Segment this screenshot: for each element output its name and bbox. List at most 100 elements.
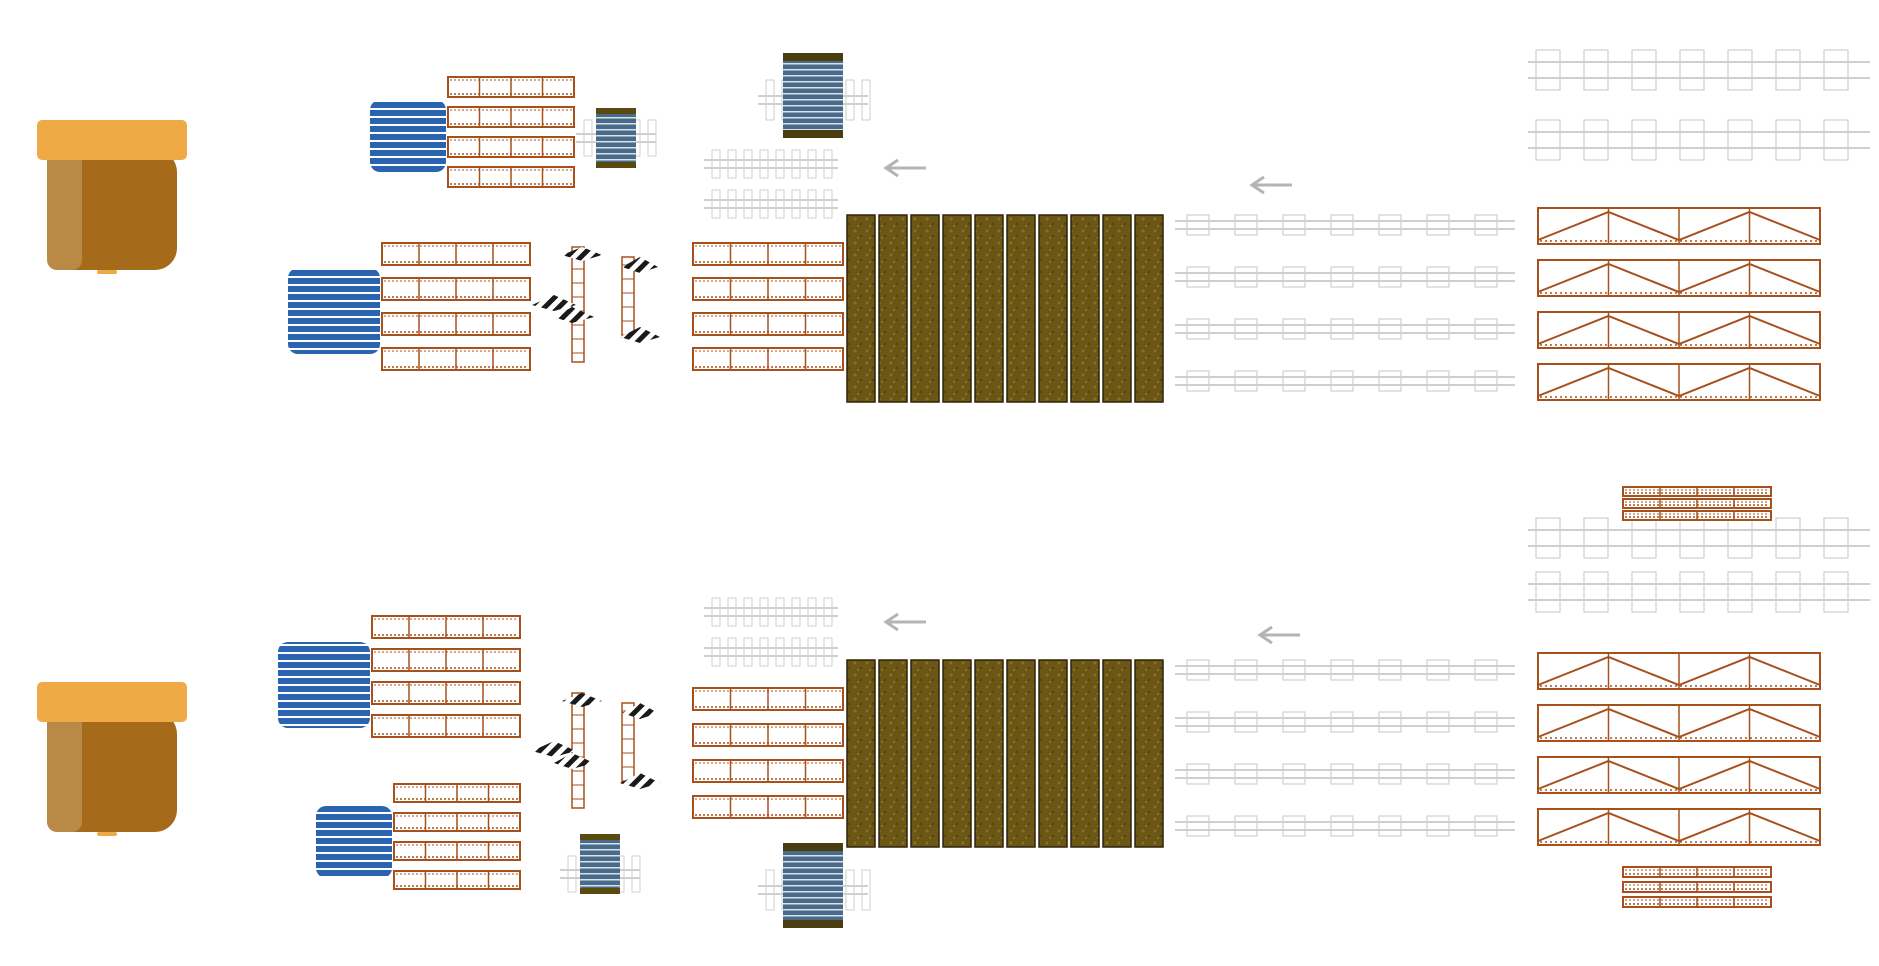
rail-tie [759, 637, 769, 667]
storage-tank[interactable] [316, 806, 392, 878]
dirt-tile-icon[interactable] [1038, 659, 1068, 848]
conveyor-segment[interactable] [381, 242, 531, 266]
rail-tie [765, 869, 775, 911]
rail-track [1528, 571, 1870, 613]
conveyor-segment[interactable] [381, 277, 531, 301]
dirt-tile-icon[interactable] [1070, 214, 1100, 403]
conveyor-segment[interactable] [447, 76, 575, 98]
conveyor-segment[interactable] [1622, 486, 1772, 497]
conveyor-segment[interactable] [1622, 498, 1772, 509]
crane-gantry[interactable] [532, 246, 660, 363]
rail-car-tank[interactable] [580, 834, 620, 894]
conveyor-segment[interactable] [371, 714, 521, 738]
dirt-tile-icon[interactable] [1006, 214, 1036, 403]
conveyor-segment[interactable] [393, 812, 521, 832]
dirt-tile-icon[interactable] [942, 214, 972, 403]
dirt-tile-icon[interactable] [1102, 659, 1132, 848]
dirt-tile-icon[interactable] [878, 214, 908, 403]
rail-car-cap [596, 162, 636, 168]
conveyor-segment[interactable] [692, 277, 844, 301]
dirt-tile-icon[interactable] [942, 659, 972, 848]
conveyor-segment[interactable] [393, 841, 521, 861]
depot-bin-icon[interactable] [37, 120, 187, 274]
rail-tie [1426, 711, 1450, 733]
dirt-tile-icon[interactable] [1006, 659, 1036, 848]
rail-car-large[interactable] [783, 53, 843, 138]
dirt-tile-icon[interactable] [910, 659, 940, 848]
conveyor-segment[interactable] [371, 615, 521, 639]
rail-tie [1186, 815, 1210, 837]
rail-tie [1474, 214, 1498, 236]
depot-bin-icon[interactable] [37, 682, 187, 836]
hazard-bar [620, 327, 660, 343]
conveyor-segment[interactable] [381, 347, 531, 371]
rail-track [1528, 517, 1870, 559]
rail-tie [1727, 571, 1753, 613]
conveyor-segment[interactable] [692, 723, 844, 747]
rail-tie [1186, 214, 1210, 236]
truss-bridge[interactable] [1537, 756, 1821, 794]
dirt-tile-icon[interactable] [1102, 214, 1132, 403]
truss-bridge[interactable] [1537, 207, 1821, 245]
rail-tie [1583, 119, 1609, 161]
conveyor-segment[interactable] [1622, 866, 1772, 878]
storage-tank[interactable] [370, 100, 446, 172]
dirt-tile-icon[interactable] [910, 214, 940, 403]
rail-track [1175, 711, 1515, 733]
truss-bridge[interactable] [1537, 311, 1821, 349]
rail-tie [1234, 214, 1258, 236]
rail-tie [1535, 119, 1561, 161]
storage-tank[interactable] [288, 268, 380, 354]
rail-car-tank[interactable] [596, 108, 636, 168]
truss-bridge[interactable] [1537, 652, 1821, 690]
rail-tie [727, 597, 737, 627]
hazard-bar [532, 295, 576, 311]
conveyor-segment[interactable] [1622, 881, 1772, 893]
storage-tank[interactable] [278, 642, 370, 728]
rail-tie [845, 869, 855, 911]
conveyor-segment[interactable] [393, 870, 521, 890]
truss-bridge[interactable] [1537, 704, 1821, 742]
dirt-tile [1134, 214, 1164, 403]
rail-tie [1535, 571, 1561, 613]
conveyor-segment[interactable] [692, 687, 844, 711]
conveyor-segment[interactable] [447, 166, 575, 188]
conveyor-segment[interactable] [371, 648, 521, 672]
dirt-tile-icon[interactable] [974, 659, 1004, 848]
rail-tie [861, 869, 871, 911]
truss-bridge[interactable] [1537, 259, 1821, 297]
truss-bridge[interactable] [1537, 363, 1821, 401]
dirt-tile-icon[interactable] [846, 659, 876, 848]
conveyor-segment[interactable] [447, 106, 575, 128]
crane-gantry[interactable] [532, 692, 660, 809]
conveyor-segment[interactable] [692, 242, 844, 266]
rail-tie [1474, 711, 1498, 733]
dirt-tile-icon[interactable] [1038, 214, 1068, 403]
rail-tie [1583, 517, 1609, 559]
rail-tie [1823, 571, 1849, 613]
dirt-tile-icon[interactable] [1134, 659, 1164, 848]
rail-tie [1474, 370, 1498, 392]
conveyor-segment[interactable] [1622, 510, 1772, 521]
conveyor-segment[interactable] [692, 312, 844, 336]
truss-bridge[interactable] [1537, 808, 1821, 846]
conveyor-segment[interactable] [692, 347, 844, 371]
conveyor-segment[interactable] [692, 795, 844, 819]
rail-car-large[interactable] [783, 843, 843, 928]
dirt-tile [942, 214, 972, 403]
dirt-tile-icon[interactable] [878, 659, 908, 848]
rail-tie [1282, 659, 1306, 681]
dirt-tile-icon[interactable] [974, 214, 1004, 403]
conveyor-segment[interactable] [692, 759, 844, 783]
dirt-tile-icon[interactable] [1134, 214, 1164, 403]
rail-tie [775, 637, 785, 667]
dirt-tile-icon[interactable] [1070, 659, 1100, 848]
dirt-tile-icon[interactable] [846, 214, 876, 403]
conveyor-segment[interactable] [447, 136, 575, 158]
conveyor-segment[interactable] [393, 783, 521, 803]
conveyor-segment[interactable] [371, 681, 521, 705]
rail-track [1528, 49, 1870, 91]
conveyor-segment[interactable] [381, 312, 531, 336]
conveyor-segment[interactable] [1622, 896, 1772, 908]
rail-tie [1679, 49, 1705, 91]
